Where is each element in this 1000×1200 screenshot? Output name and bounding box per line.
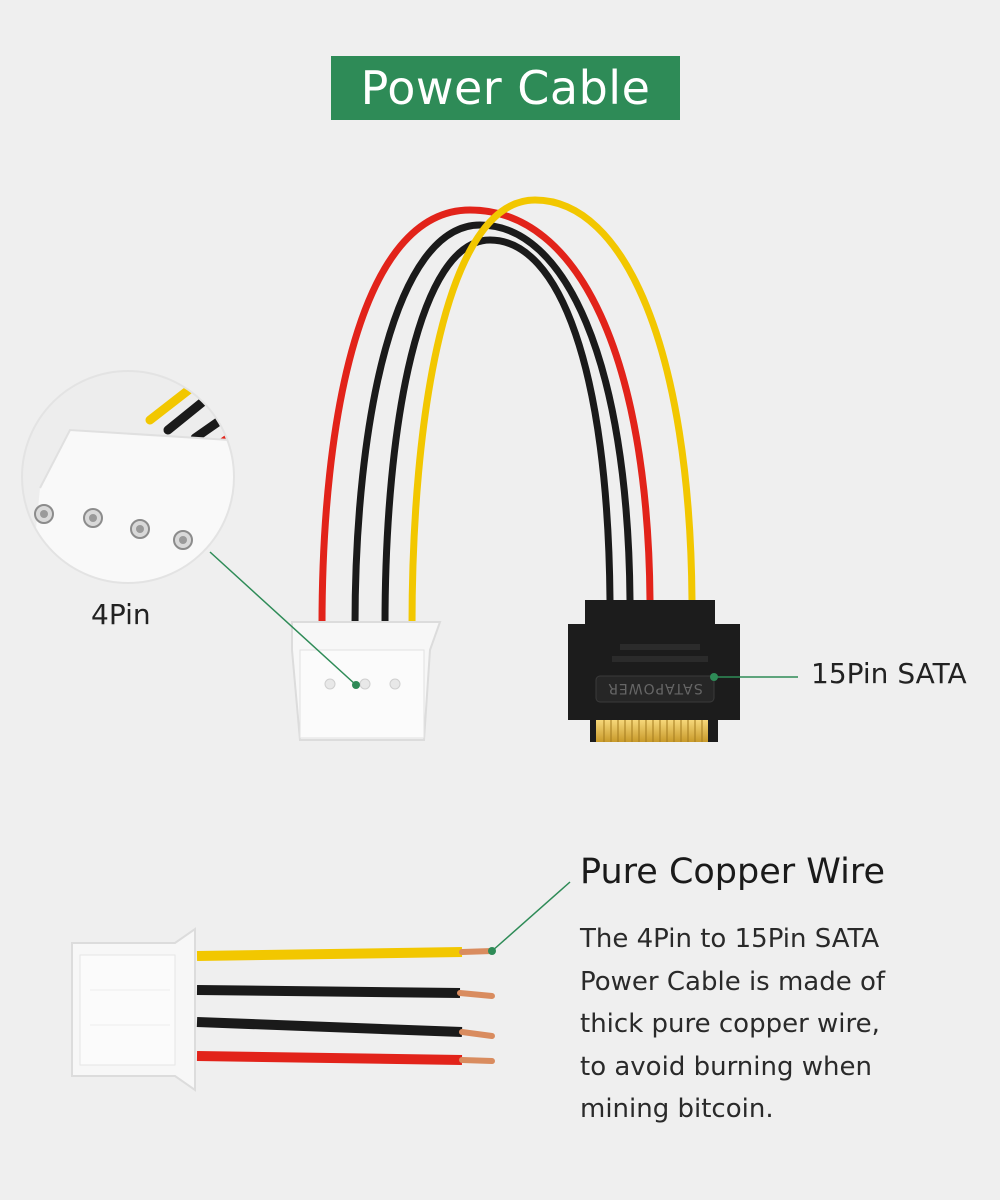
wire-black-1 [351,221,634,630]
callout-line-4pin [209,551,357,686]
wire-yellow [408,196,696,630]
straight-wire-red [196,1051,463,1065]
copper-description-line: mining bitcoin. [580,1094,774,1124]
wire-black-2 [381,236,614,630]
molex-connector-top [291,621,442,741]
copper-description: The 4Pin to 15Pin SATA Power Cable is ma… [580,918,920,1131]
copper-description-line: thick pure copper wire, [580,1009,880,1039]
straight-wire-black-2 [196,1017,463,1037]
copper-description-line: The 4Pin to 15Pin SATA [580,924,880,954]
molex-connector-bottom [71,927,196,1092]
copper-heading: Pure Copper Wire [580,852,886,892]
copper-description-line: to avoid burning when [580,1051,872,1082]
molex-zoom-circle [21,370,235,584]
wire-red [318,206,654,630]
callout-line-copper [491,881,571,952]
page-title: Power Cable [331,56,680,120]
sata-connector: SATAPOWER [568,600,740,742]
copper-tips [457,948,495,1064]
label-4pin: 4Pin [91,598,151,631]
sata-connector-text: SATAPOWER [607,680,703,696]
straight-wires [196,947,463,1065]
straight-wire-yellow [196,947,463,961]
cable-wires [318,196,696,630]
straight-wire-black-1 [196,985,461,998]
copper-description-line: Power Cable is made of [580,966,886,997]
label-15pin-sata: 15Pin SATA [811,657,967,690]
